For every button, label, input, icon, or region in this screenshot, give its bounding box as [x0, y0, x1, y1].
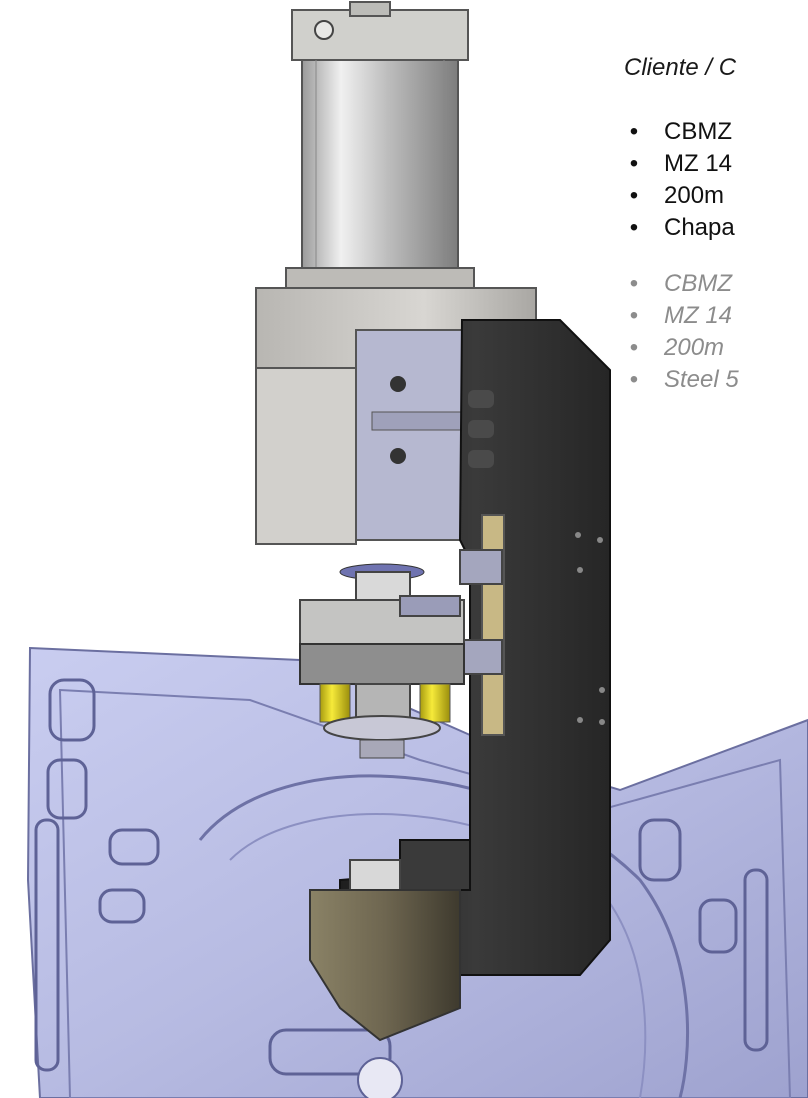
bullet-icon: •: [629, 214, 639, 241]
spec-text: CBMZ: [664, 270, 732, 297]
spec-text: CBMZ: [664, 118, 732, 145]
list-item: • 200m: [624, 332, 808, 364]
punch-assembly: [299, 563, 465, 759]
bullet-icon: •: [629, 182, 639, 209]
info-panel: Cliente / C • CBMZ • MZ 14 • 200m • Chapa • C…: [624, 48, 808, 396]
list-item: • CBMZ: [624, 268, 808, 300]
list-item: • 200m: [624, 180, 808, 212]
bullet-icon: •: [629, 150, 639, 177]
spec-text: 200m: [664, 182, 725, 209]
list-item: • CBMZ: [624, 116, 808, 148]
spec-text: Chapa: [664, 214, 735, 241]
bullet-icon: •: [629, 302, 639, 329]
bullet-icon: •: [629, 118, 639, 145]
bullet-icon: •: [629, 334, 639, 361]
spec-list-secondary: • CBMZ • MZ 14 • 200m • Steel 5: [624, 268, 808, 396]
list-item: • Chapa: [624, 212, 808, 244]
list-item: • MZ 14: [624, 300, 808, 332]
bullet-icon: •: [629, 270, 639, 297]
list-item: • MZ 14: [624, 148, 808, 180]
pneumatic-cylinder: [285, 1, 475, 289]
bullet-icon: •: [629, 366, 639, 393]
spec-text: Steel 5: [664, 366, 739, 393]
list-item: • Steel 5: [624, 364, 808, 396]
spec-text: MZ 14: [664, 150, 733, 177]
press-body: [255, 287, 537, 545]
anvil-block: [309, 859, 461, 1042]
spec-text: 200m: [664, 334, 725, 361]
spec-text: MZ 14: [664, 302, 733, 329]
spec-list-primary: • CBMZ • MZ 14 • 200m • Chapa: [624, 116, 808, 244]
client-label: Cliente / C: [624, 54, 737, 81]
